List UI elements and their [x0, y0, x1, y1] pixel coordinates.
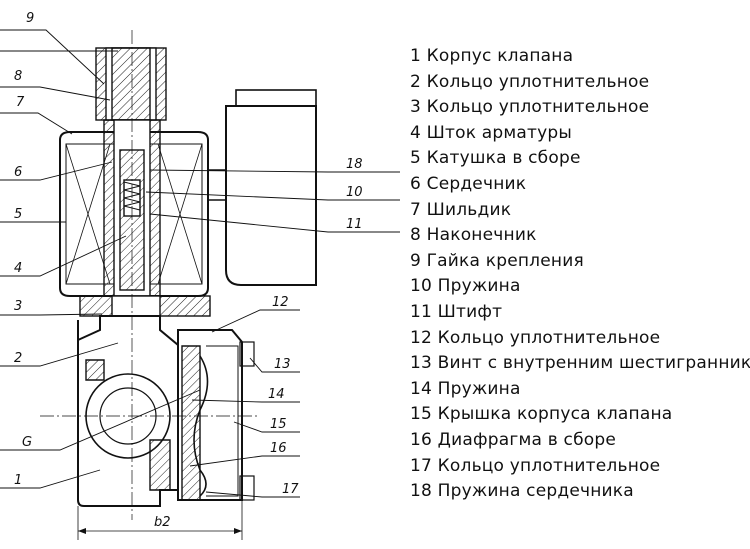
callout-13: 13 [274, 357, 291, 372]
legend-item: 4 Шток арматуры [410, 122, 573, 143]
legend-item: 15 Крышка корпуса клапана [410, 404, 673, 425]
legend-item: 10 Пружина [410, 276, 521, 297]
callout-11: 11 [346, 217, 363, 232]
legend-item: 14 Пружина [410, 378, 521, 399]
legend-item: 5 Катушка в сборе [410, 148, 581, 169]
callout-4: 4 [14, 261, 22, 276]
callout-14: 14 [268, 387, 285, 402]
dimension-label-g: G [22, 435, 32, 450]
legend-item: 7 Шильдик [410, 199, 512, 220]
legend-item: 13 Винт с внутренним шестигранником [410, 353, 750, 374]
callout-9: 9 [26, 11, 34, 26]
legend-item: 17 Кольцо уплотнительное [410, 455, 661, 476]
callout-17: 17 [282, 482, 299, 497]
parts-legend: 1 Корпус клапана 2 Кольцо уплотнительное… [410, 44, 750, 505]
valve-outline [40, 30, 317, 540]
legend-item: 6 Сердечник [410, 173, 527, 194]
callout-10: 10 [346, 185, 363, 200]
callout-5: 5 [14, 207, 22, 222]
callout-8: 8 [14, 69, 22, 84]
legend-item: 18 Пружина сердечника [410, 481, 634, 502]
legend-item: 12 Кольцо уплотнительное [410, 327, 661, 348]
legend-item: 1 Корпус клапана [410, 46, 574, 66]
callout-1: 1 [14, 473, 22, 488]
valve-section-drawing: 9 8 7 6 5 4 3 2 18 10 11 12 13 14 15 16 … [0, 11, 400, 540]
leader-lines [0, 29, 400, 498]
callout-6: 6 [14, 165, 22, 180]
callout-15: 15 [270, 417, 287, 432]
callout-16: 16 [270, 441, 287, 456]
callout-2: 2 [14, 351, 22, 366]
callout-7: 7 [16, 95, 25, 110]
legend-item: 3 Кольцо уплотнительное [410, 97, 650, 118]
callout-18: 18 [346, 157, 363, 172]
callout-12: 12 [272, 295, 289, 310]
legend-item: 9 Гайка крепления [410, 250, 584, 271]
legend-item: 11 Штифт [410, 301, 503, 322]
dimension-label-b2: b2 [154, 515, 171, 530]
legend-item: 8 Наконечник [410, 225, 537, 246]
callout-3: 3 [14, 299, 22, 314]
legend-item: 2 Кольцо уплотнительное [410, 71, 650, 92]
legend-item: 16 Диафрагма в сборе [410, 429, 617, 450]
callout-labels: 9 8 7 6 5 4 3 2 18 10 11 12 13 14 15 16 … [14, 11, 363, 530]
